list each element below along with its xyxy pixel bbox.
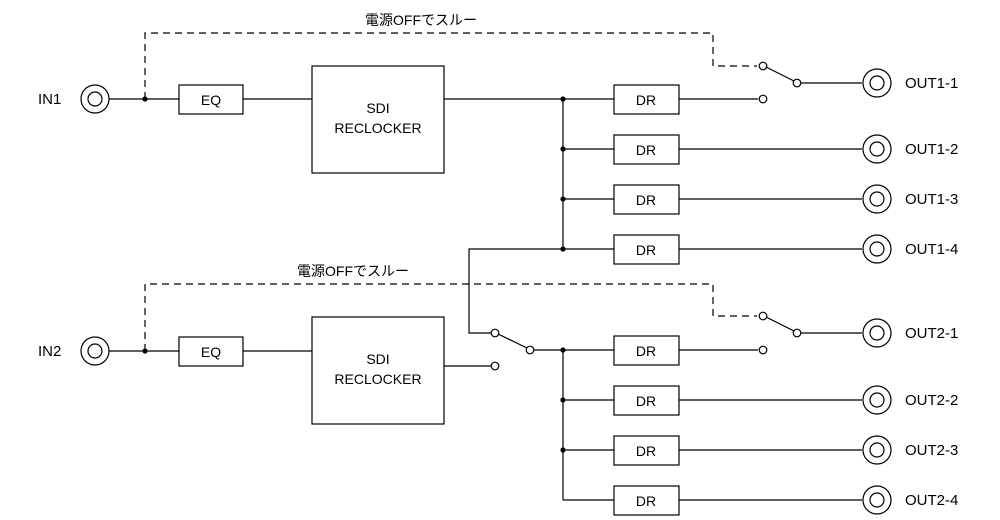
input-label-2: IN2 <box>38 343 61 360</box>
output-label-2-4: OUT2-4 <box>905 492 958 509</box>
switch-arm-2 <box>765 316 795 332</box>
switch-contact-1b <box>758 61 768 71</box>
output-label-1-3: OUT1-3 <box>905 191 958 208</box>
driver-label-2-1: DR <box>636 343 656 359</box>
switch-common-1 <box>792 78 802 88</box>
switch-arm-1 <box>765 66 795 82</box>
driver-label-1-1: DR <box>636 92 656 108</box>
output-label-2-1: OUT2-1 <box>905 325 958 342</box>
switch-contact-2b <box>758 311 768 321</box>
output-label-1-1: OUT1-1 <box>905 75 958 92</box>
input-connector-1 <box>80 84 110 114</box>
driver-block-2-1 <box>613 335 680 366</box>
reclocker-label-2a: SDI <box>366 351 389 367</box>
driver-label-1-2: DR <box>636 142 656 158</box>
bypass-note-2: 電源OFFでスルー <box>297 263 409 279</box>
output-connector-1-3 <box>862 184 892 214</box>
eq-label-2: EQ <box>201 344 221 360</box>
select-contact-a <box>490 328 500 338</box>
output-label-2-3: OUT2-3 <box>905 442 958 459</box>
driver-label-2-3: DR <box>636 443 656 459</box>
eq-block-2 <box>178 336 244 367</box>
reclocker-label-1a: SDI <box>366 100 389 116</box>
output-label-1-2: OUT1-2 <box>905 141 958 158</box>
reclocker-block-1 <box>311 65 445 174</box>
select-common <box>525 345 535 355</box>
output-connector-1-2 <box>862 134 892 164</box>
channel-2: 電源OFFでスルー IN2 EQ SDI RECLOCKER DR <box>38 248 958 516</box>
bypass-note-1: 電源OFFでスルー <box>365 12 477 28</box>
driver-block-1-4 <box>613 234 680 265</box>
output-connector-2-1 <box>862 318 892 348</box>
eq-label-1: EQ <box>201 92 221 108</box>
driver-block-2-3 <box>613 435 680 466</box>
reclocker-block-2 <box>311 316 445 425</box>
reclocker-label-2b: RECLOCKER <box>334 371 421 387</box>
output-label-2-2: OUT2-2 <box>905 392 958 409</box>
switch-contact-1a <box>758 94 768 104</box>
output-connector-2-4 <box>862 485 892 515</box>
output-connector-1-1 <box>862 68 892 98</box>
driver-label-1-3: DR <box>636 192 656 208</box>
channel-1: 電源OFFでスルー IN1 EQ SDI RECLOCKER DR DR DR <box>38 12 958 265</box>
reclocker-label-1b: RECLOCKER <box>334 120 421 136</box>
eq-block-1 <box>178 84 244 115</box>
driver-label-2-4: DR <box>636 493 656 509</box>
output-connector-1-4 <box>862 234 892 264</box>
output-connector-2-3 <box>862 435 892 465</box>
switch-contact-2a <box>758 345 768 355</box>
select-contact-b <box>490 361 500 371</box>
output-connector-2-2 <box>862 385 892 415</box>
driver-block-2-4 <box>613 485 680 516</box>
driver-label-1-4: DR <box>636 242 656 258</box>
select-switch-arm <box>497 333 528 349</box>
output-label-1-4: OUT1-4 <box>905 241 958 258</box>
switch-common-2 <box>792 328 802 338</box>
input-label-1: IN1 <box>38 91 61 108</box>
driver-label-2-2: DR <box>636 393 656 409</box>
input-connector-2 <box>80 336 110 366</box>
